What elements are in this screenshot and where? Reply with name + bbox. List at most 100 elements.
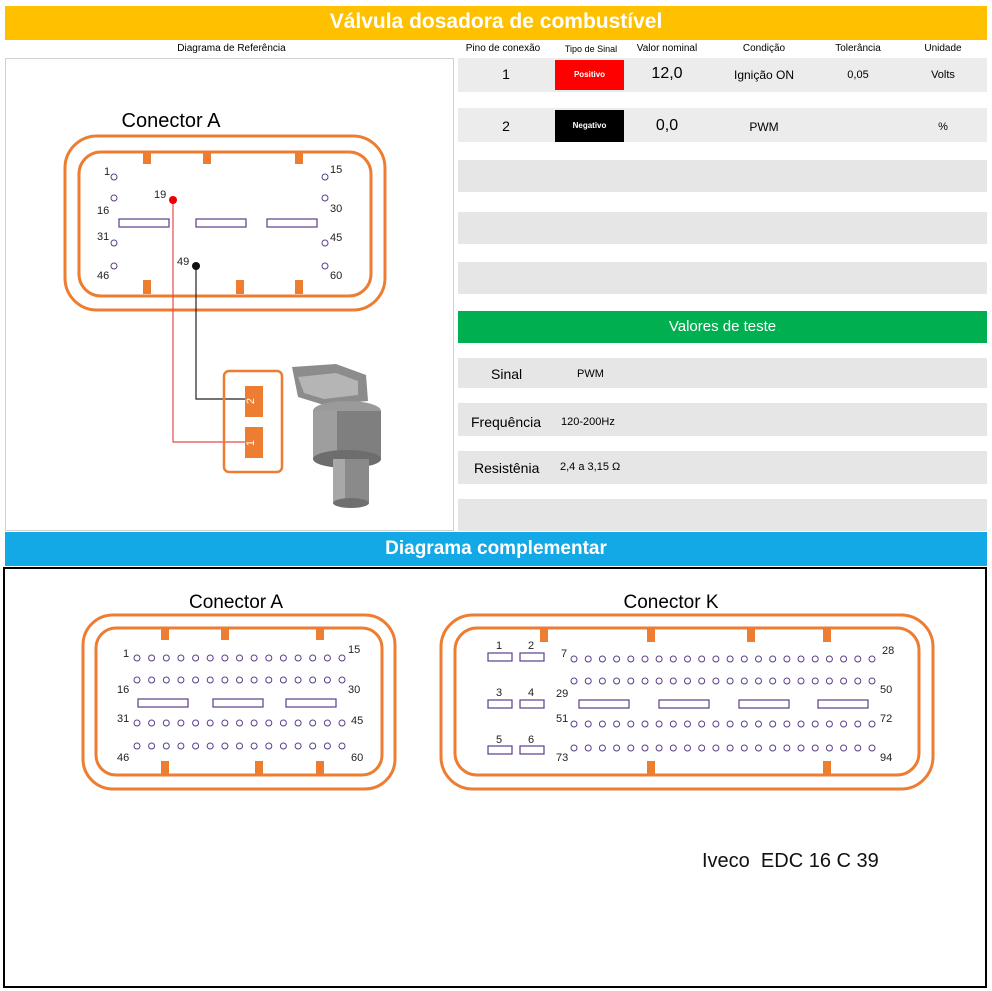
- pin-label-16: 16: [97, 205, 109, 217]
- pin-hole: [613, 744, 621, 752]
- pin-label-49: 49: [177, 256, 189, 268]
- pin-label-15: 15: [330, 164, 342, 176]
- comp-k-label-5: 5: [496, 734, 502, 746]
- pin-hole: [811, 655, 819, 663]
- pin-hole: [148, 742, 156, 750]
- pin-hole: [279, 654, 287, 662]
- pin-hole: [698, 655, 706, 663]
- pin-hole: [854, 744, 862, 752]
- comp-a-label-60: 60: [351, 752, 363, 764]
- pin-hole: [641, 655, 649, 663]
- test-values-header: Valores de teste: [458, 311, 987, 343]
- valve-pin1-block: [245, 427, 263, 458]
- table-row: [458, 58, 987, 92]
- complementary-header: Diagrama complementar: [5, 532, 987, 566]
- pin-hole: [854, 655, 862, 663]
- row1-tolerance: 0,05: [847, 69, 869, 81]
- complementary-diagram: Conector A 1 15 16 30 31 45 46 60 Conect…: [81, 592, 935, 872]
- pin-hole: [192, 654, 200, 662]
- pin-hole: [236, 676, 243, 684]
- connector-inner-outline: [77, 150, 373, 298]
- table-row: [458, 160, 987, 192]
- pin-hole: [279, 742, 287, 750]
- comp-a-outer: [81, 613, 397, 791]
- pin-hole: [133, 676, 141, 684]
- test-row-resistance: [458, 451, 987, 484]
- test-row-frequency: [458, 403, 987, 436]
- pin-label-19: 19: [154, 189, 166, 201]
- comp-k-label-29: 29: [556, 688, 568, 700]
- test-row-signal: [458, 358, 987, 388]
- connector-a-diagram: Conector A 1 16 31 46 15 30 45 60 19 49: [63, 110, 387, 508]
- comp-a-label-46: 46: [117, 752, 129, 764]
- pin-hole: [755, 720, 762, 728]
- pin-hole: [641, 677, 649, 685]
- pin-hole: [811, 720, 819, 728]
- row2-condition: PWM: [749, 120, 779, 134]
- header-tolerance: Tolerância: [835, 43, 881, 54]
- row1-nominal: 12,0: [651, 65, 683, 82]
- pin-hole: [641, 720, 649, 728]
- pin-hole: [698, 744, 706, 752]
- pin-label-1: 1: [104, 166, 110, 178]
- pin-hole: [854, 720, 862, 728]
- row1-pin: 1: [502, 66, 510, 82]
- comp-a-inner: [94, 626, 384, 777]
- pin-hole: [221, 719, 229, 727]
- comp-k-keys: [540, 628, 831, 775]
- comp-k-inner: [453, 626, 921, 777]
- pin-hole: [236, 719, 243, 727]
- pin-hole: [613, 677, 621, 685]
- pin-hole: [294, 742, 302, 750]
- pin-hole: [797, 655, 805, 663]
- pin-hole: [206, 719, 214, 727]
- pin-hole: [712, 677, 720, 685]
- comp-a-label-1: 1: [123, 648, 129, 660]
- pin-hole: [783, 677, 791, 685]
- pin-hole: [570, 744, 578, 752]
- pin-hole: [177, 742, 185, 750]
- pin-hole: [627, 655, 635, 663]
- pin-hole: [584, 655, 592, 663]
- pin-hole: [338, 654, 346, 662]
- valve-pin2-block: [245, 386, 263, 417]
- pin-hole: [177, 676, 185, 684]
- pin-hole: [192, 719, 200, 727]
- pin-hole: [323, 654, 331, 662]
- pin-hole: [825, 744, 833, 752]
- comp-a-label-45: 45: [351, 715, 363, 727]
- comp-a-keys: [161, 628, 324, 775]
- pin-hole: [338, 719, 346, 727]
- pin-hole: [584, 720, 592, 728]
- pin-hole: [265, 676, 273, 684]
- pin-label-60: 60: [330, 270, 342, 282]
- pin-hole: [570, 655, 578, 663]
- comp-k-label-7: 7: [561, 648, 567, 660]
- pin-hole: [309, 742, 317, 750]
- connector-a-title: Conector A: [122, 110, 222, 132]
- comp-a-label-16: 16: [117, 684, 129, 696]
- pin-hole: [162, 742, 170, 750]
- connector-slots: [118, 218, 318, 228]
- pin-hole: [769, 744, 777, 752]
- pin-hole: [265, 742, 273, 750]
- pin-hole: [338, 676, 346, 684]
- row2-signal-badge: Negativo: [555, 110, 624, 142]
- pin-hole: [726, 655, 734, 663]
- row2-nominal: 0,0: [655, 117, 679, 134]
- comp-k-label-73: 73: [556, 752, 568, 764]
- pin-hole: [669, 677, 677, 685]
- pin-hole: [570, 720, 578, 728]
- pin-hole: [669, 720, 677, 728]
- pin-hole: [769, 720, 777, 728]
- valve-pin1-label: 1: [245, 440, 257, 446]
- test-label-signal: Sinal: [491, 366, 523, 382]
- pin-hole: [740, 677, 748, 685]
- pin-hole: [740, 655, 748, 663]
- comp-a-label-31: 31: [117, 713, 129, 725]
- pin49-marker: [192, 262, 200, 270]
- pin-hole: [726, 744, 734, 752]
- pin-hole: [279, 676, 287, 684]
- pin-hole: [221, 654, 229, 662]
- pin-hole: [598, 720, 606, 728]
